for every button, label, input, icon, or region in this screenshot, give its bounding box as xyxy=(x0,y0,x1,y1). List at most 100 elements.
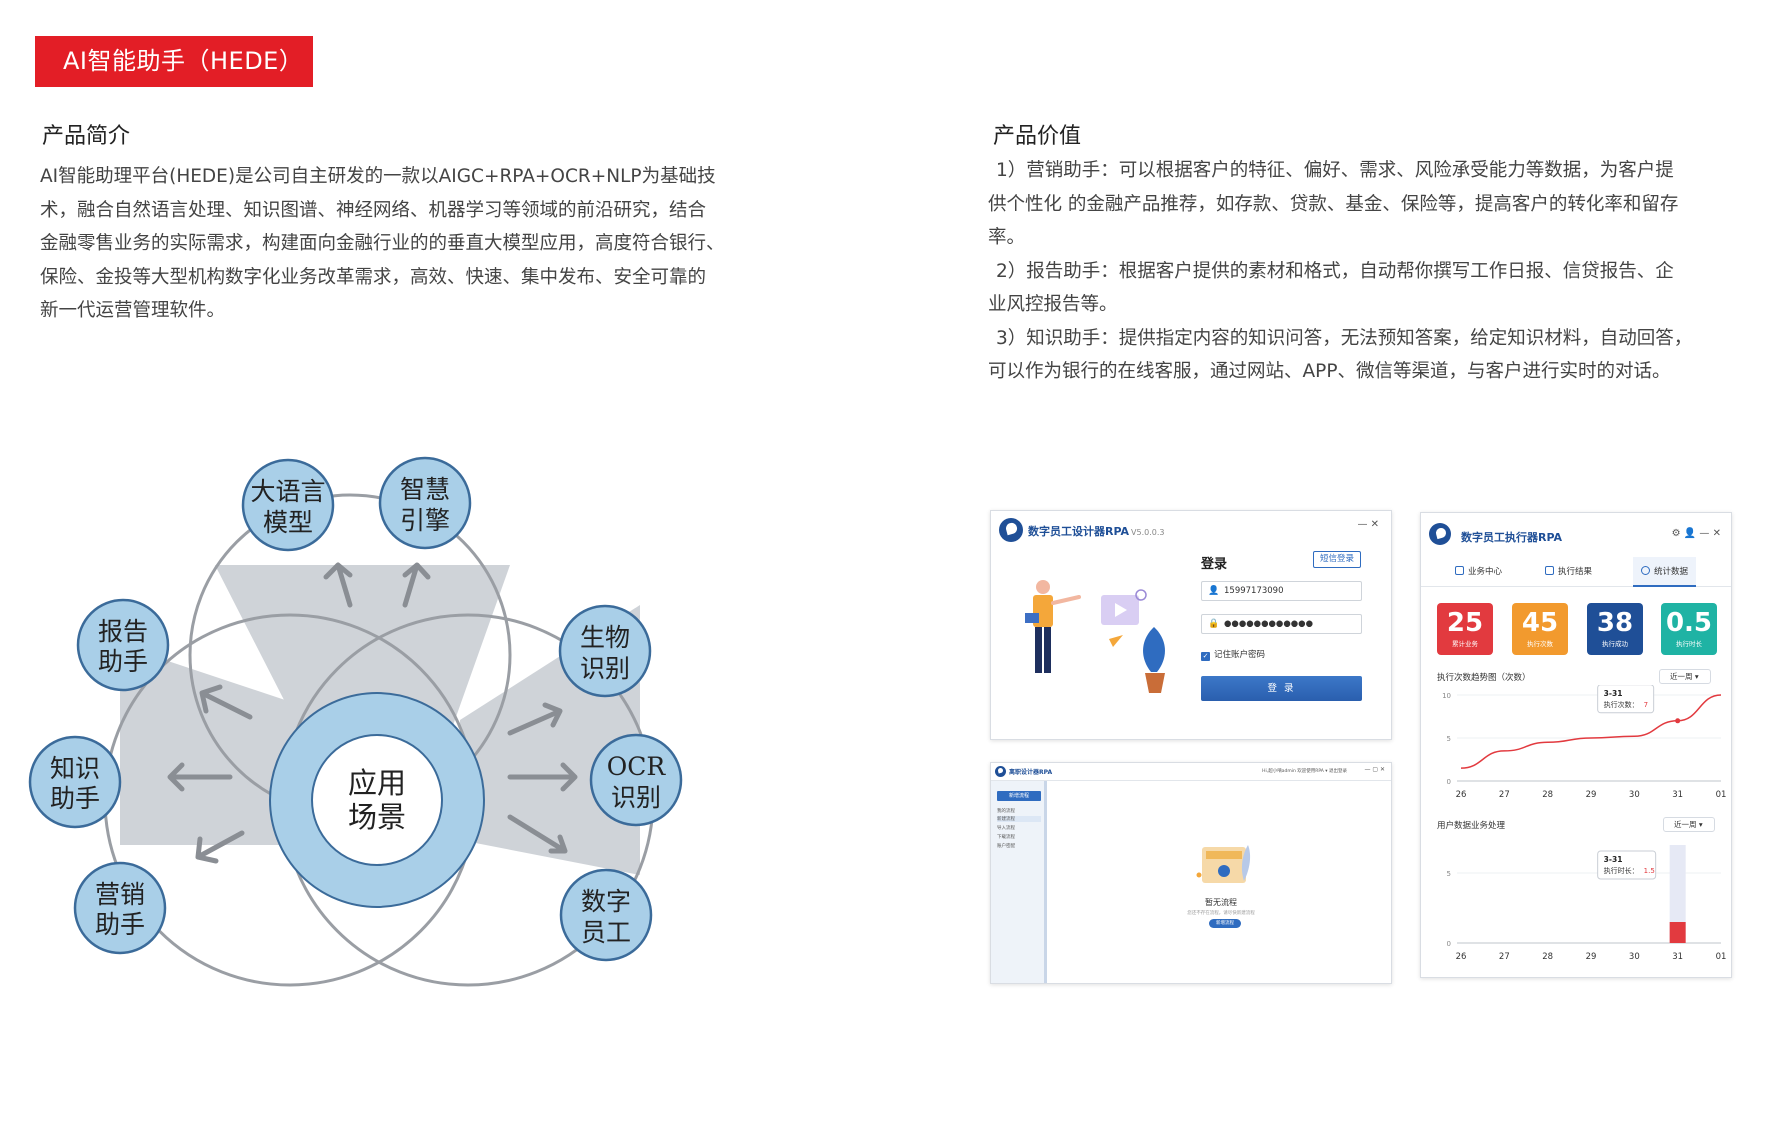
designer-topbar: 离职设计器RPA Hi,超小嘀admin 欢迎使用RPA ▾ 退出登录 — ▢ … xyxy=(991,763,1391,781)
node-report-line1: 报告 xyxy=(98,617,148,646)
center-label-line2: 场景 xyxy=(348,800,406,834)
x-tick-label: 29 xyxy=(1586,952,1597,962)
x-tick-label: 27 xyxy=(1499,790,1510,800)
executor-tabs: 业务中心 执行结果 统计数据 xyxy=(1421,557,1731,587)
intro-paragraph: AI智能助理平台(HEDE)是公司自主研发的一款以AIGC+RPA+OCR+NL… xyxy=(40,160,780,328)
tooltip-box xyxy=(1597,850,1657,880)
node-engine-line2: 引擎 xyxy=(400,506,450,535)
tooltip-value: 1.5 xyxy=(1644,867,1655,875)
designer-user-greeting[interactable]: Hi,超小嘀admin 欢迎使用RPA ▾ 退出登录 xyxy=(1262,769,1347,774)
y-tick-label: 10 xyxy=(1442,692,1451,700)
executor-window: 数字员工执行器RPA ⚙ 👤 — ✕ 业务中心 执行结果 统计数据 25 累计业… xyxy=(1420,512,1732,978)
center-core xyxy=(311,734,443,866)
tab-statistics[interactable]: 统计数据 xyxy=(1633,557,1697,587)
tooltip-label: 执行次数： xyxy=(1604,700,1639,709)
app-logo-icon xyxy=(999,518,1023,542)
scenario-diagram-svg: 应用 场景 大语言 模型 智慧 引擎 报告 助手 xyxy=(28,456,683,987)
value-line: 可以作为银行的在线客服，通过网站、APP、微信等渠道，与客户进行实时的对话。 xyxy=(988,361,1671,382)
stat-card-success: 38 执行成功 xyxy=(1587,603,1643,655)
remember-option[interactable]: ✓记住账户密码 xyxy=(1201,648,1265,661)
node-bio-line1: 生物 xyxy=(580,623,630,652)
value-line: 3）知识助手：提供指定内容的知识问答，无法预知答案，给定知识材料，自动回答， xyxy=(996,327,1693,349)
arrow-bio xyxy=(507,702,563,736)
tab-business-center[interactable]: 业务中心 xyxy=(1447,557,1510,587)
node-engine-line1: 智慧 xyxy=(400,475,450,504)
app-logo-icon xyxy=(1429,523,1451,545)
sidebar-item[interactable]: 我的流程 xyxy=(997,809,1015,814)
plant-leaf-icon xyxy=(1143,627,1165,672)
node-ocr-line2: 识别 xyxy=(611,783,661,812)
person-arm-icon xyxy=(1051,595,1081,605)
node-bio xyxy=(558,604,652,698)
new-flow-button[interactable]: 新增流程 xyxy=(997,791,1041,801)
username-field[interactable]: 👤 15997173090 xyxy=(1201,581,1362,601)
node-digital-line1: 数字 xyxy=(581,887,631,916)
node-digital xyxy=(559,868,653,962)
window-controls[interactable]: — ✕ xyxy=(1357,519,1379,530)
intro-line: 金融零售业务的实际需求，构建面向金融行业的的垂直大模型应用，高度符合银行、 xyxy=(40,233,725,254)
user-icon: 👤 xyxy=(1208,586,1220,596)
stat-value: 45 xyxy=(1521,608,1559,638)
tooltip-label: 执行时长： xyxy=(1604,866,1639,875)
hover-column xyxy=(1669,845,1686,943)
person-leg-icon xyxy=(1035,627,1042,673)
app-version: V5.0.0.3 xyxy=(1131,528,1165,537)
sidebar-item-active[interactable]: 新建流程 xyxy=(997,816,1041,822)
intro-line: 保险、金投等大型机构数字化业务改革需求，高效、快速、集中发布、安全可靠的 xyxy=(40,266,707,288)
y-tick-label: 0 xyxy=(1447,940,1451,948)
data-point xyxy=(1675,718,1681,724)
stat-label: 执行时长 xyxy=(1676,640,1702,648)
username-value: 15997173090 xyxy=(1224,586,1284,596)
arrow-report xyxy=(199,684,253,720)
y-tick-label: 5 xyxy=(1447,870,1451,878)
stat-label: 执行成功 xyxy=(1602,640,1628,648)
window-controls[interactable]: ⚙ 👤 — ✕ xyxy=(1671,528,1721,539)
sms-login-button[interactable]: 短信登录 xyxy=(1313,551,1361,568)
series-line xyxy=(1460,694,1722,769)
intro-line: 术，融合自然语言处理、知识图谱、神经网络、机器学习等领域的前沿研究，结合 xyxy=(40,199,707,221)
tab-exec-results[interactable]: 执行结果 xyxy=(1537,557,1600,587)
designer-sidebar: 新增流程 我的流程 新建流程 导入流程 下载流程 账户密配 xyxy=(991,781,1047,983)
play-icon xyxy=(1115,603,1127,617)
app-logo-icon xyxy=(995,766,1006,777)
node-marketing-line1: 营销 xyxy=(95,880,145,909)
bar xyxy=(1669,922,1686,943)
node-ocr-line1: OCR xyxy=(607,752,667,781)
stat-card-total: 25 累计业务 xyxy=(1437,603,1493,655)
sidebar-item[interactable]: 下载流程 xyxy=(997,835,1015,840)
arrow-marketing xyxy=(195,830,245,864)
arrow-ocr xyxy=(507,762,578,792)
sidebar-item[interactable]: 导入流程 xyxy=(997,826,1015,831)
executor-app-title: 数字员工执行器RPA xyxy=(1461,531,1563,544)
value-list: 1）营销助手：可以根据客户的特征、偏好、需求、风险承受能力等数据，为客户提 供个… xyxy=(988,154,1748,389)
x-tick-label: 27 xyxy=(1499,952,1510,962)
value-title: 产品价值 xyxy=(993,124,1082,149)
period-dropdown-1[interactable]: 近一周 ▾ xyxy=(1659,669,1711,684)
sparkle-icon xyxy=(1196,872,1202,878)
x-tick-label: 31 xyxy=(1672,952,1683,962)
window-controls[interactable]: — ▢ ✕ xyxy=(1364,766,1385,773)
password-field[interactable]: 🔒 ●●●●●●●●●●●● xyxy=(1201,614,1362,634)
chart2-title: 用户数据业务处理 xyxy=(1437,821,1506,831)
arrow-up-right xyxy=(402,562,431,608)
empty-state-illustration xyxy=(1196,845,1251,883)
x-tick-label: 26 xyxy=(1456,790,1467,800)
node-digital-line2: 员工 xyxy=(581,918,631,947)
value-line: 率。 xyxy=(988,227,1026,248)
x-tick-label: 28 xyxy=(1542,790,1553,800)
sidebar-item[interactable]: 账户密配 xyxy=(997,844,1015,849)
tooltip-box xyxy=(1597,685,1655,714)
node-knowledge xyxy=(28,735,122,829)
empty-new-flow-button[interactable]: 新增流程 xyxy=(1209,919,1241,928)
tooltip-date: 3-31 xyxy=(1604,689,1623,698)
x-tick-label: 30 xyxy=(1629,790,1640,800)
login-submit-button[interactable]: 登 录 xyxy=(1201,676,1362,701)
login-illustration xyxy=(1025,580,1165,693)
checkbox-checked-icon[interactable]: ✓ xyxy=(1201,652,1210,661)
stat-value: 38 xyxy=(1596,608,1634,638)
period-dropdown-2[interactable]: 近一周 ▾ xyxy=(1663,817,1715,832)
